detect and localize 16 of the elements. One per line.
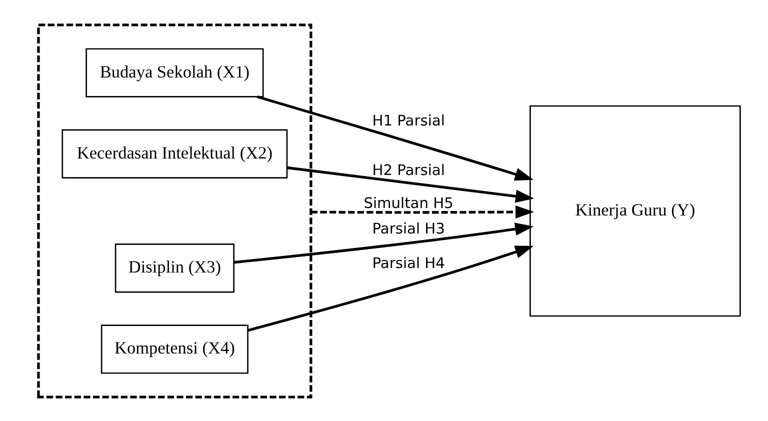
arrow: [256, 95, 534, 180]
node-box: Disiplin (X3): [114, 243, 234, 292]
edge-label: Simultan H5: [364, 194, 454, 212]
edge-label: Parsial H4: [372, 254, 445, 272]
arrow: [287, 166, 534, 202]
arrow: [310, 204, 534, 218]
edge-label: Parsial H3: [372, 220, 445, 237]
node-box: Kompetensi (X4): [100, 324, 248, 374]
node-box: Budaya Sekolah (X1): [86, 48, 264, 97]
node-box: Kinerja Guru (Y): [530, 104, 741, 316]
node-box: Kecerdasan Intelektual (X2): [62, 128, 288, 178]
edge-label: H1 Parsial: [372, 112, 445, 130]
arrow: [234, 222, 534, 264]
edge-label: H2 Parsial: [372, 161, 445, 178]
arrow: [248, 245, 534, 332]
cluster: [37, 23, 312, 398]
